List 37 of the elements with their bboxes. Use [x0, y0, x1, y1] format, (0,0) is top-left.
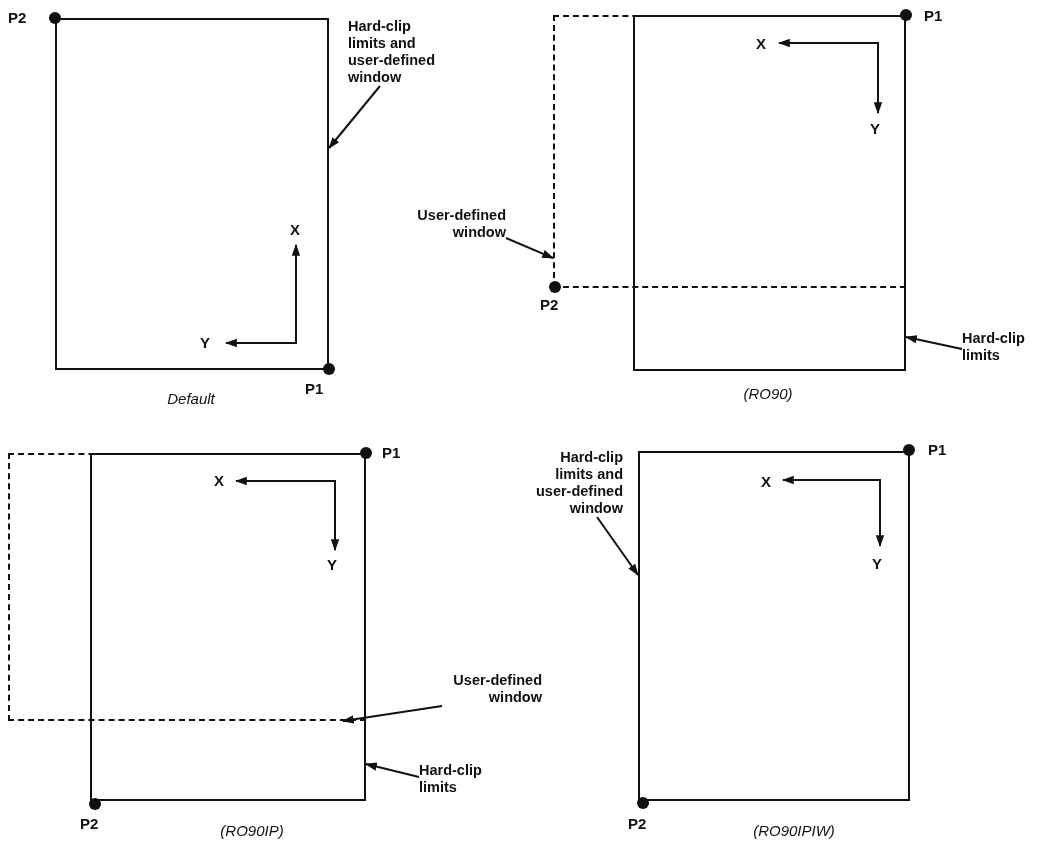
callout-text: User-defined window [442, 672, 542, 706]
leader-line [328, 85, 381, 149]
point-label: P2 [8, 9, 27, 26]
axis-label: Y [870, 120, 880, 137]
figure-caption: (RO90) [743, 385, 793, 402]
point-label: P2 [80, 815, 99, 832]
point-label: P1 [928, 441, 947, 458]
leader-line [364, 762, 420, 778]
axis-label: X [756, 35, 766, 52]
rectangle [633, 15, 906, 371]
figure-caption: (RO90IPIW) [753, 822, 835, 839]
callout-text: Hard-clip limits [419, 762, 499, 796]
point-label: P1 [305, 380, 324, 397]
leader-line [596, 516, 639, 576]
point-label: P1 [924, 7, 943, 24]
axis-label: X [290, 221, 300, 238]
callout-text: Hard-clip limits and user-defined window [523, 449, 623, 517]
rectangle [638, 451, 910, 801]
rectangle [55, 18, 329, 370]
rectangle [90, 453, 366, 801]
leader-line [341, 705, 443, 724]
callout-text: Hard-clip limits [962, 330, 1042, 364]
point-label: P2 [540, 296, 559, 313]
axis-label: Y [200, 334, 210, 351]
leader-line [904, 335, 963, 350]
axis-label: Y [327, 556, 337, 573]
point-label: P2 [628, 815, 647, 832]
callout-text: User-defined window [406, 207, 506, 241]
axis-label: Y [872, 555, 882, 572]
dashed-rectangle [8, 453, 366, 721]
figure-caption: (RO90IP) [220, 822, 284, 839]
point-label: P1 [382, 444, 401, 461]
callout-text: Hard-clip limits and user-defined window [348, 18, 448, 86]
axis-label: X [761, 473, 771, 490]
axis-label: X [214, 472, 224, 489]
leader-line [505, 237, 555, 259]
figure-caption: Default [167, 390, 215, 407]
